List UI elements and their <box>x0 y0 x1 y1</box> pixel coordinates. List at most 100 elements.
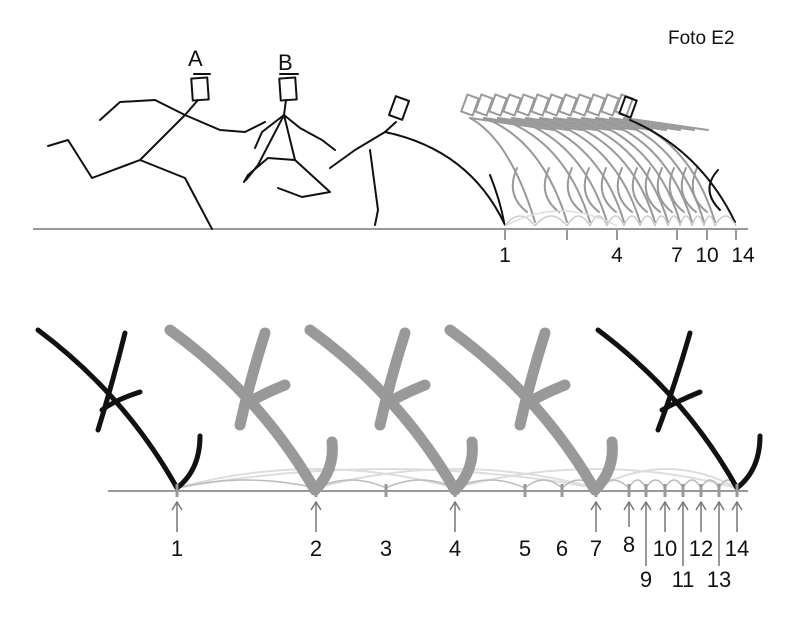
step-arrows <box>171 500 743 566</box>
strobe-leg-back <box>631 167 648 213</box>
strobe-leg-back <box>680 167 697 213</box>
foot-arc <box>714 215 737 227</box>
strobe-frame <box>614 93 716 223</box>
strobe-head <box>586 93 606 117</box>
strobe-leg <box>469 117 536 223</box>
step-label-6: 6 <box>556 536 568 561</box>
top-tick-label-14: 14 <box>731 244 755 267</box>
step-label-7: 7 <box>590 536 602 561</box>
strobe-leg-back <box>616 167 633 213</box>
foot-arc <box>679 215 693 227</box>
tick-marks-bottom <box>175 484 739 497</box>
strobe-frames-gray <box>460 93 716 223</box>
stick-figure-frame-1 <box>329 95 506 226</box>
arrow-head <box>695 500 707 511</box>
foot-arc <box>176 468 597 489</box>
strobe-head <box>460 93 480 117</box>
foot-arc <box>664 479 684 489</box>
step-label-4: 4 <box>449 536 461 561</box>
strobe-arm <box>525 117 611 131</box>
strobe-head <box>474 93 494 117</box>
step-label-13: 13 <box>707 567 731 592</box>
strobe-head <box>502 93 522 117</box>
leg-strokes-black <box>35 327 763 491</box>
stick-figure-frame-14 <box>618 95 736 223</box>
strobe-arm <box>539 117 625 131</box>
stick-figure-a <box>47 73 266 230</box>
step-label-14: 14 <box>725 536 749 561</box>
foot-arc <box>700 479 720 489</box>
foot-arc <box>534 215 568 227</box>
top-tick-label-1: 1 <box>499 244 511 267</box>
strobe-frame <box>516 93 625 223</box>
top-tick-label-10: 10 <box>695 244 718 267</box>
arrow-head <box>731 500 743 511</box>
strobe-head <box>530 93 550 117</box>
step-label-8: 8 <box>623 532 635 557</box>
strobe-leg <box>511 117 608 223</box>
strobe-head <box>488 93 508 117</box>
strobe-leg <box>609 117 705 223</box>
figure-label-b: B <box>278 50 293 75</box>
strobe-leg-back <box>656 167 673 213</box>
strobe-leg-back <box>668 167 685 213</box>
foot-arc <box>504 215 536 227</box>
foot-arc <box>566 215 591 227</box>
strobe-arm <box>609 117 695 131</box>
arrow-head <box>171 500 183 511</box>
strobe-leg-back <box>691 167 708 213</box>
figure-label-a: A <box>188 46 203 71</box>
strobe-leg <box>539 117 641 223</box>
foot-arc <box>667 215 681 227</box>
strobe-leg <box>581 117 681 223</box>
foot-arc <box>628 479 647 489</box>
strobe-frame <box>572 93 681 223</box>
leg-strokes-gray <box>164 324 618 496</box>
step-label-11: 11 <box>672 567 695 592</box>
foot-arc <box>639 215 656 227</box>
arrow-head <box>310 500 322 511</box>
strobe-leg <box>595 117 693 223</box>
strobe-leg <box>553 117 656 223</box>
foot-arc <box>691 215 705 227</box>
foot-arc <box>606 215 625 227</box>
strobe-head <box>516 93 536 117</box>
strobe-leg-back <box>600 167 617 213</box>
arrow-head <box>623 500 635 511</box>
strobe-leg <box>525 117 625 223</box>
strobe-frame <box>600 93 705 223</box>
bottom-panel: 1 2 3 4 5 6 7 8 10 12 14 9 11 13 <box>35 324 763 592</box>
foot-arc <box>589 215 608 227</box>
step-label-2: 2 <box>310 536 322 561</box>
strobe-leg <box>567 117 669 223</box>
step-label-12: 12 <box>689 536 713 561</box>
strobe-leg-back <box>511 167 528 213</box>
strobe-head <box>600 93 620 117</box>
strobe-frame <box>530 93 641 223</box>
arrow-head <box>659 500 671 511</box>
strobe-head <box>558 93 578 117</box>
foot-arc <box>654 215 669 227</box>
arrow-head <box>640 500 652 511</box>
foot-arcs-bottom <box>176 468 738 489</box>
strobe-arm <box>623 117 709 131</box>
foot-arc <box>623 215 641 227</box>
strobe-leg-back <box>644 167 661 213</box>
tick-marks-top <box>504 229 737 240</box>
photo-label: Foto E2 <box>668 28 735 49</box>
top-panel: A B <box>33 46 755 267</box>
top-tick-label-7: 7 <box>671 244 683 267</box>
foot-arc <box>524 479 563 489</box>
foot-arc <box>176 479 317 489</box>
foot-arcs-top <box>504 210 737 227</box>
foot-arc <box>645 479 666 489</box>
strobe-leg <box>483 117 568 223</box>
arrow-head <box>449 500 461 511</box>
step-label-5: 5 <box>519 536 531 561</box>
strobe-frame <box>586 93 693 223</box>
step-label-1: 1 <box>171 536 183 561</box>
strobe-head <box>572 93 592 117</box>
arrow-head <box>677 500 689 511</box>
